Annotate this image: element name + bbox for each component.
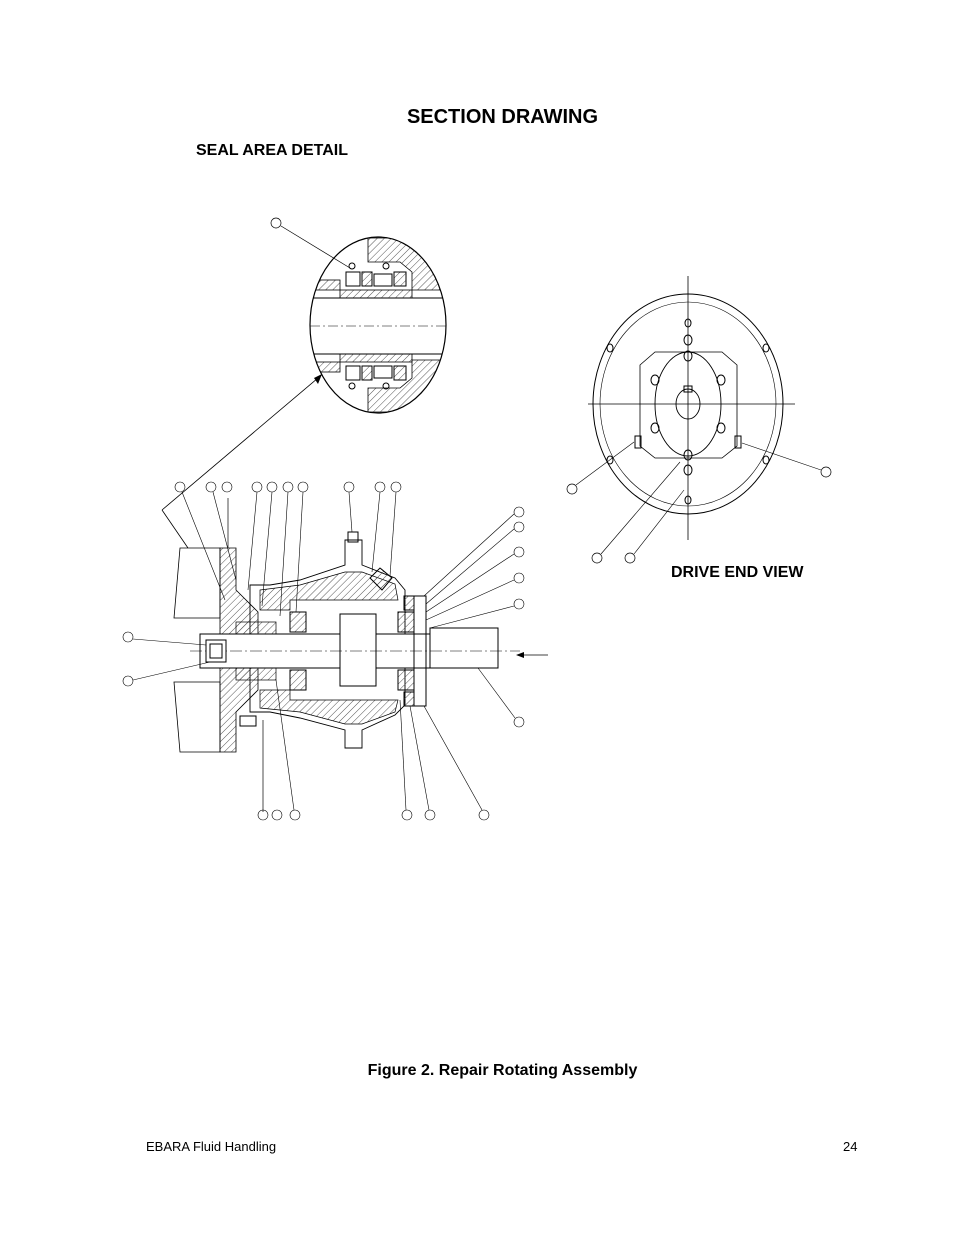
figure-caption: Figure 2. Repair Rotating Assembly bbox=[367, 1062, 638, 1079]
rotating-assembly-section bbox=[173, 498, 548, 812]
drive-end-view-label: DRIVE END VIEW bbox=[671, 564, 804, 581]
seal-detail-view bbox=[161, 217, 447, 549]
drive-end-view bbox=[566, 276, 832, 564]
seal-area-detail-label: SEAL AREA DETAIL bbox=[196, 142, 349, 159]
page-number: 24 bbox=[843, 1139, 858, 1154]
footer-company: EBARA Fluid Handling bbox=[146, 1139, 277, 1154]
section-title: SECTION DRAWING bbox=[406, 106, 599, 128]
assembly-callouts bbox=[122, 481, 525, 821]
